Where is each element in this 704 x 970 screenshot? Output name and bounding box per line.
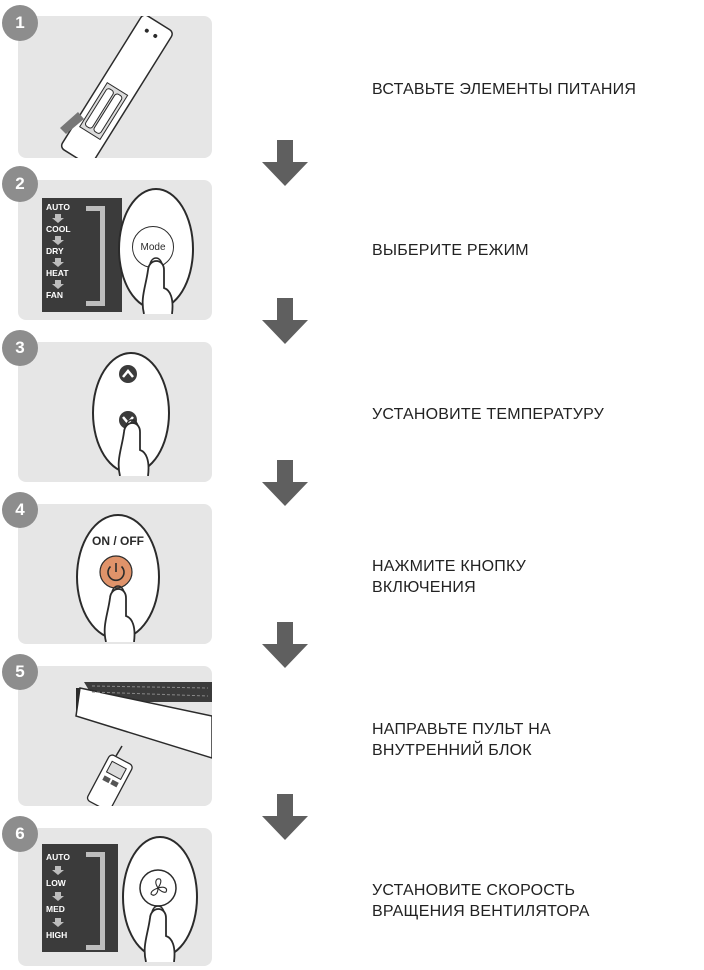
step-badge: 2 <box>2 166 38 202</box>
down-arrow-icon <box>262 140 308 186</box>
step-6-text: УСТАНОВИТЕ СКОРОСТЬ ВРАЩЕНИЯ ВЕНТИЛЯТОРА <box>372 882 590 920</box>
small-down-arrow-icon <box>52 892 64 901</box>
step-5-panel <box>18 666 212 806</box>
power-button-label: ON / OFF <box>92 534 144 548</box>
small-down-arrow-icon <box>52 236 64 245</box>
mode-auto-label: AUTO <box>46 202 70 212</box>
step-badge: 1 <box>2 5 38 41</box>
pressing-finger-icon <box>103 585 136 642</box>
step-6-panel: AUTO LOW MED HIGH <box>18 828 212 966</box>
step-3-panel <box>18 342 212 482</box>
down-arrow-icon <box>262 622 308 668</box>
down-arrow-icon <box>262 460 308 506</box>
step-badge: 3 <box>2 330 38 366</box>
fan-low-label: LOW <box>46 878 66 888</box>
fan-high-label: HIGH <box>46 930 68 940</box>
battery-insertion-illustration <box>60 16 173 158</box>
step-2-panel: AUTO COOL DRY HEAT FAN Mode <box>18 180 212 320</box>
down-arrow-icon <box>262 298 308 344</box>
small-down-arrow-icon <box>52 258 64 267</box>
pressing-finger-icon <box>143 905 176 962</box>
pressing-finger-icon <box>117 419 150 476</box>
small-down-arrow-icon <box>52 280 64 289</box>
small-down-arrow-icon <box>52 866 64 875</box>
step-badge: 6 <box>2 816 38 852</box>
fan-auto-label: AUTO <box>46 852 70 862</box>
small-down-arrow-icon <box>52 214 64 223</box>
power-icon <box>99 555 133 589</box>
fan-med-label: MED <box>46 904 65 914</box>
step-4-text: НАЖМИТЕ КНОПКУ ВКЛЮЧЕНИЯ <box>372 558 527 596</box>
step-5-text: НАПРАВЬТЕ ПУЛЬТ НА ВНУТРЕННИЙ БЛОК <box>372 721 551 759</box>
step-badge: 4 <box>2 492 38 528</box>
mode-list: AUTO COOL DRY HEAT FAN <box>42 198 122 312</box>
step-4-panel: ON / OFF <box>18 504 212 644</box>
pressing-finger-icon <box>141 257 174 314</box>
step-2-text: ВЫБЕРИТЕ РЕЖИМ <box>372 242 529 259</box>
mode-heat-label: HEAT <box>46 268 69 278</box>
step-3-text: УСТАНОВИТЕ ТЕМПЕРАТУРУ <box>372 406 604 423</box>
down-arrow-icon <box>262 794 308 840</box>
indoor-unit-illustration <box>75 682 212 806</box>
fan-icon <box>139 869 177 907</box>
mode-dry-label: DRY <box>46 246 64 256</box>
mode-button-label: Mode <box>140 241 166 253</box>
step-badge: 5 <box>2 654 38 690</box>
mode-fan-label: FAN <box>46 290 63 300</box>
step-1-text: ВСТАВЬТЕ ЭЛЕМЕНТЫ ПИТАНИЯ <box>372 81 637 98</box>
small-down-arrow-icon <box>52 918 64 927</box>
step-1-panel <box>18 16 212 158</box>
temperature-buttons-icon <box>119 365 137 429</box>
fan-speed-list: AUTO LOW MED HIGH <box>42 844 118 952</box>
mode-cool-label: COOL <box>46 224 71 234</box>
